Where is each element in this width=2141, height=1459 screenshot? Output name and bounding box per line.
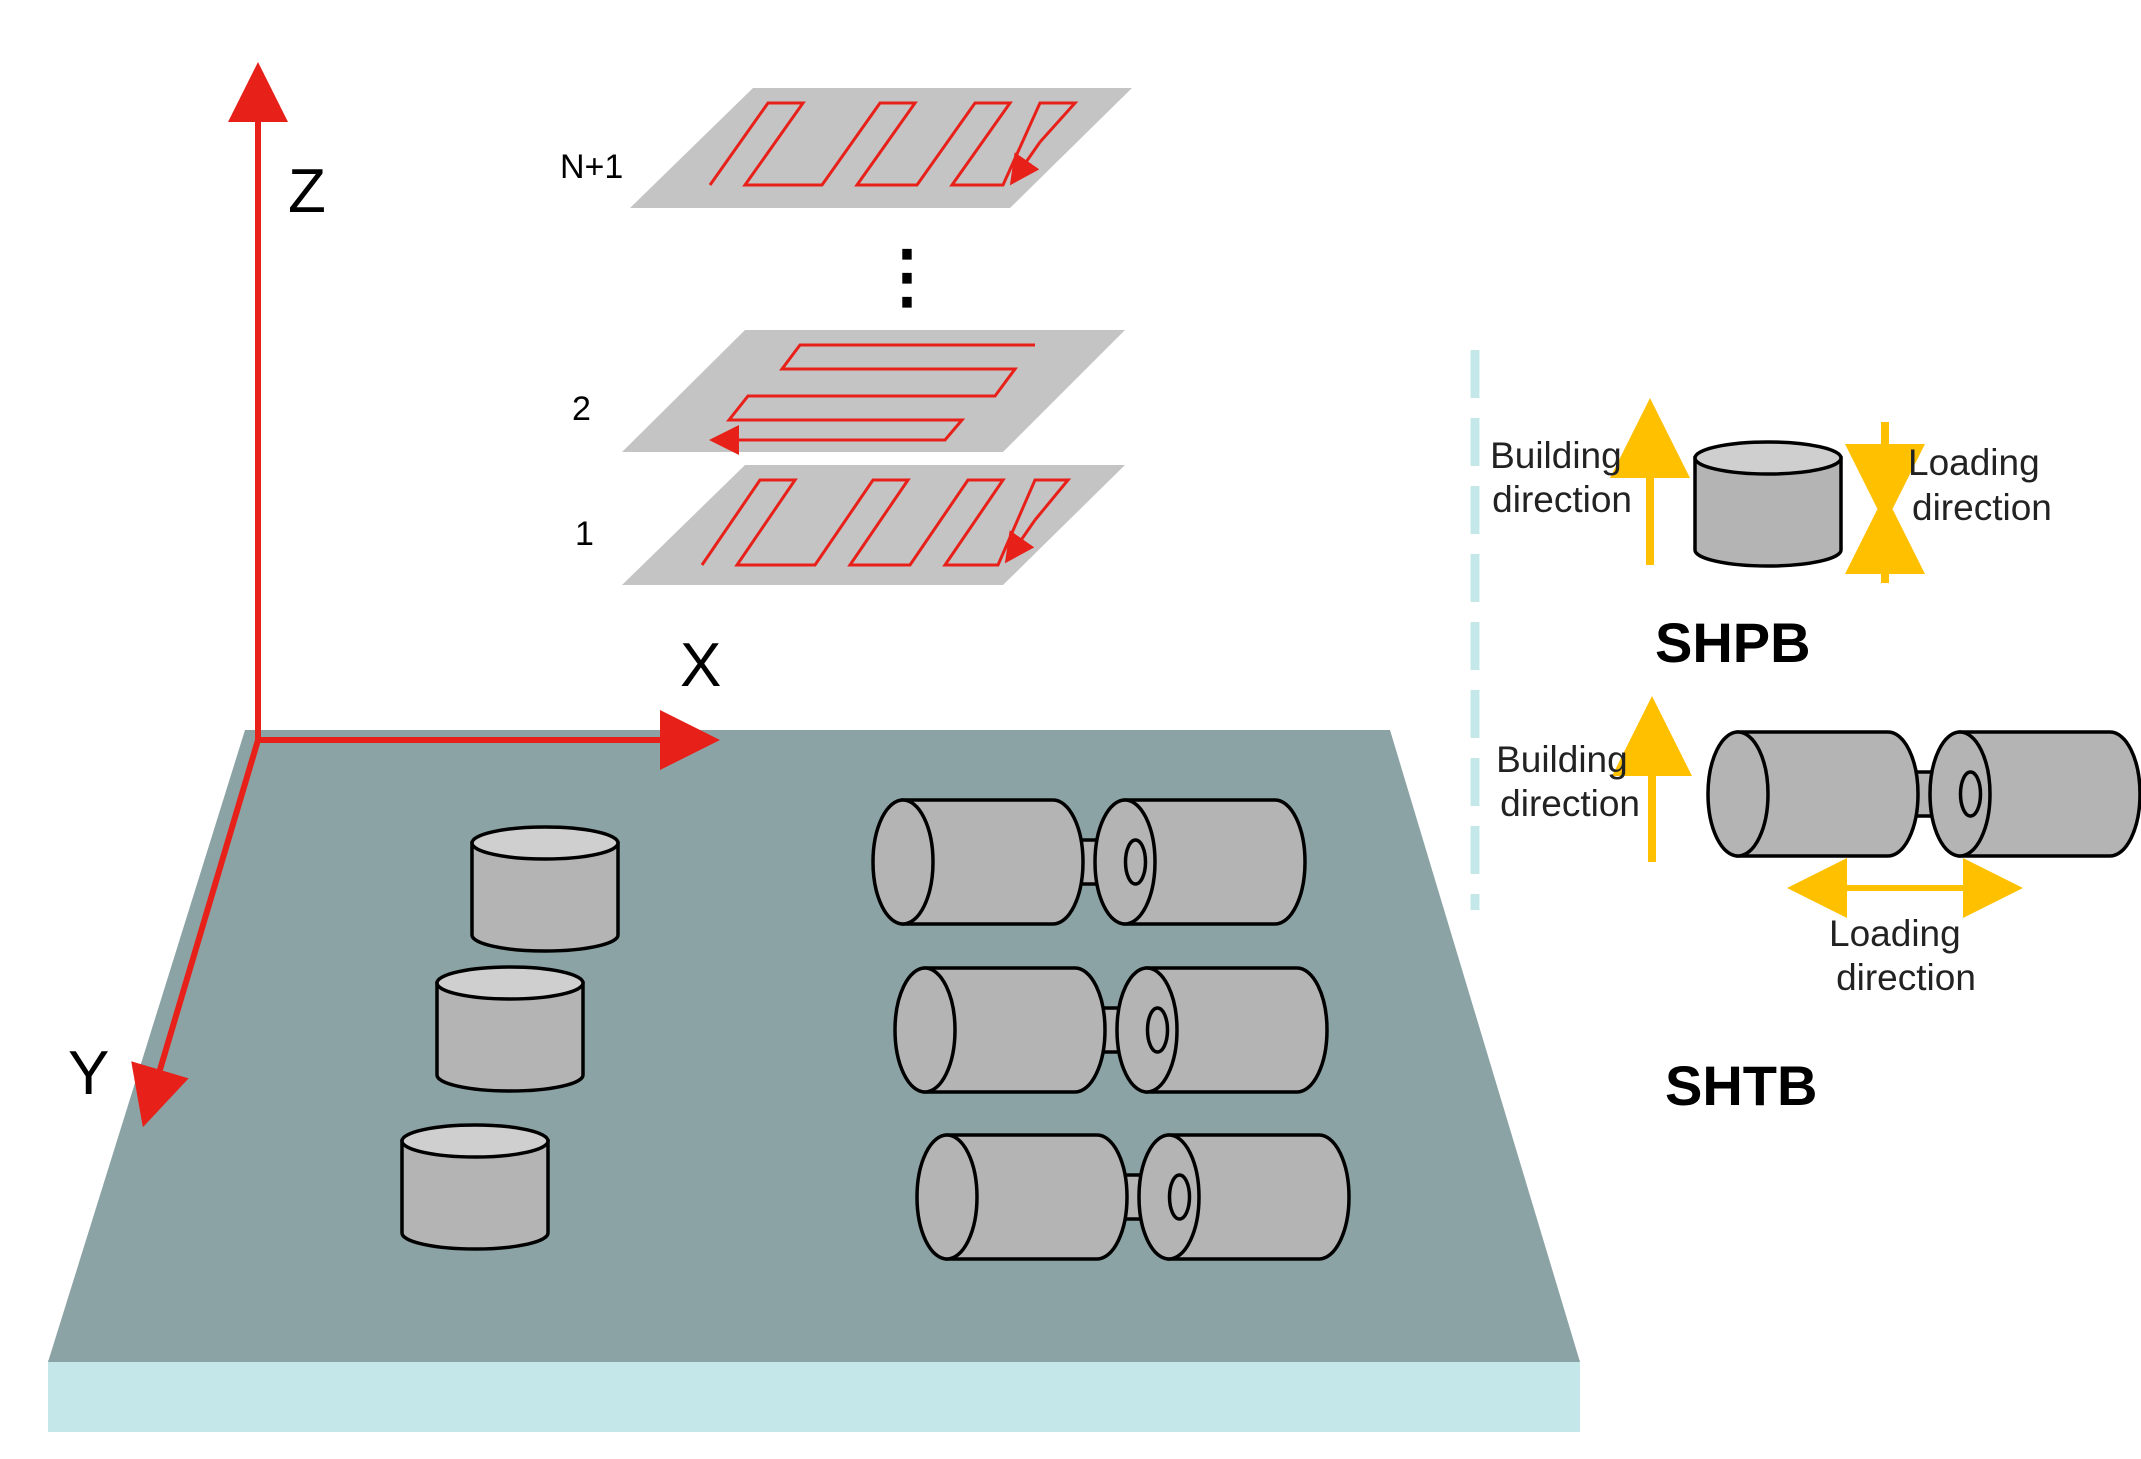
z-axis-label: Z	[288, 157, 326, 226]
grip-body	[1958, 730, 2141, 858]
cylinder-top	[400, 1123, 550, 1159]
layer-label: 2	[572, 390, 591, 428]
cylinder-body	[435, 981, 585, 1093]
shtb-legend: Building direction Loading direction SHT…	[1496, 696, 2141, 1117]
grip-body	[1167, 1133, 1351, 1261]
build-plate-top	[48, 730, 1580, 1362]
scan-end-arrow	[1009, 141, 1042, 186]
layer-sheet	[622, 465, 1125, 585]
y-axis-label: Y	[68, 1039, 109, 1108]
grip-body	[923, 966, 1107, 1094]
layer-ellipsis: ⋮	[872, 237, 942, 315]
loading-direction-label: Loading direction	[1829, 913, 1976, 998]
neck-joint	[1145, 1006, 1170, 1054]
shtb-dogbone	[893, 966, 1329, 1094]
y-axis-arrow	[131, 739, 261, 1128]
scan-layers: N+1 ⋮ 2 1	[560, 88, 1132, 585]
building-direction-label: Building direction	[1490, 435, 1632, 520]
cylinder-top	[470, 825, 620, 861]
build-plate-edge	[48, 1360, 1580, 1432]
grip-face	[915, 1133, 979, 1261]
layer-sheet	[622, 330, 1125, 452]
layer-1: 1	[575, 465, 1125, 585]
shpb-title: SHPB	[1655, 611, 1811, 674]
neck-joint	[1958, 770, 1983, 818]
build-plate	[48, 730, 1580, 1432]
shtb-title: SHTB	[1665, 1054, 1817, 1117]
neck-joint	[1167, 1173, 1192, 1221]
shpb-specimen	[1693, 440, 1843, 568]
grip-body	[945, 1133, 1129, 1261]
plate-specimens	[400, 798, 1351, 1261]
building-direction-label: Building direction	[1496, 739, 1640, 824]
grip-body	[1736, 730, 1920, 858]
grip-body	[1145, 966, 1329, 1094]
layer-label: 1	[575, 515, 594, 553]
grip-face	[871, 798, 935, 926]
grip-face	[1706, 730, 1770, 858]
shpb-legend: Building direction Loading direction SHP…	[1490, 398, 2052, 674]
scan-path-horizontal	[725, 343, 1035, 442]
neck-joint	[1123, 838, 1148, 886]
layer-2: 2	[572, 330, 1125, 455]
grip-body	[901, 798, 1085, 926]
scan-end-arrow	[1004, 519, 1037, 564]
layer-sheet	[630, 88, 1132, 208]
cylinder-body	[1693, 456, 1843, 568]
x-axis-label: X	[680, 631, 721, 700]
shpb-cylinder	[400, 1123, 550, 1251]
cylinder-body	[400, 1139, 550, 1251]
shtb-dogbone	[1706, 730, 2141, 858]
cylinder-top	[1693, 440, 1843, 476]
shtb-dogbone	[871, 798, 1307, 926]
coordinate-axes: Z X Y	[68, 62, 721, 1128]
scan-path-vertical	[700, 478, 1072, 567]
layer-label: N+1	[560, 148, 623, 186]
scan-path-vertical	[708, 101, 1079, 187]
loading-direction-label: Loading direction	[1908, 442, 2052, 528]
shpb-cylinder	[1693, 440, 1843, 568]
shtb-dogbone	[915, 1133, 1351, 1261]
cylinder-top	[435, 965, 585, 1001]
shtb-specimen	[1706, 730, 2141, 858]
cylinder-body	[470, 841, 620, 953]
grip-body	[1123, 798, 1307, 926]
shpb-cylinder	[470, 825, 620, 953]
grip-face	[893, 966, 957, 1094]
layer-n-plus-1: N+1	[560, 88, 1132, 208]
shpb-cylinder	[435, 965, 585, 1093]
